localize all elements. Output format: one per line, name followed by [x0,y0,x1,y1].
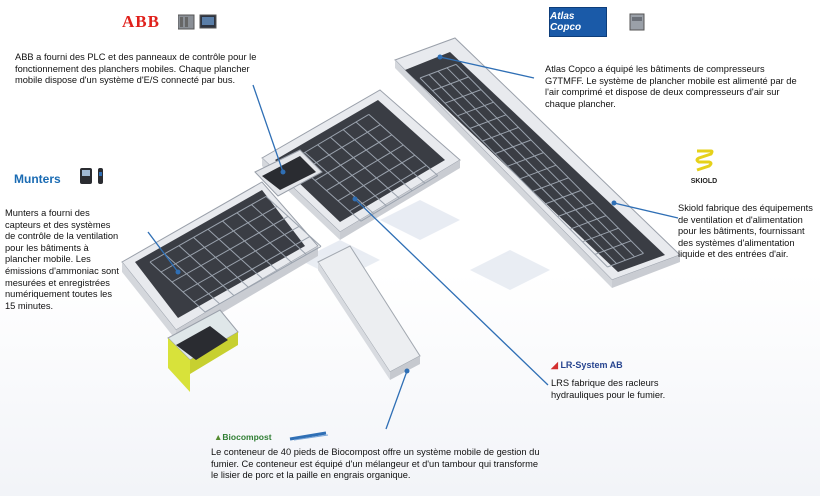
compressor-icon [629,13,645,31]
sensor-icon [80,168,103,184]
skiold-callout: Skiold fabrique des équipements de venti… [678,203,813,260]
skiold-wordmark: SKIOLD [690,178,718,185]
leader-lines [147,56,679,430]
leader-abb [252,84,284,173]
left-pens [149,195,322,313]
biocompost-callout: Le conteneur de 40 pieds de Biocompost o… [211,447,540,481]
munters-logo: Munters [14,172,61,186]
skiold-logo: SKIOLD [684,148,724,185]
pen-divider [207,228,264,280]
biocompost-container [317,245,421,380]
yellow-annex [167,309,239,392]
pen-divider [446,67,635,258]
pen-divider [251,204,307,255]
leader-dots [175,54,617,374]
pen-divider [355,121,426,184]
pen-divider [368,114,439,176]
left-building [121,181,319,340]
pen-divider [304,152,375,214]
abb-logo: ABB [122,12,160,31]
atlas-copco-logo: Atlas Copco [549,7,607,37]
leaf-icon: ▲ [214,432,223,442]
central-pens [291,113,439,222]
biocompost-logo: ▲Biocompost [214,432,272,442]
lrs-triangle-icon: ◢ [551,360,558,370]
munters-callout: Munters a fourni des capteurs et des sys… [5,208,119,311]
leader-skiold [613,202,679,219]
pen-divider [455,64,644,254]
biocompost-wordmark: Biocompost [222,432,272,442]
pen-divider [342,129,413,192]
pen-divider [164,253,220,305]
abb-callout: ABB a fourni des PLC et des panneaux de … [15,52,257,86]
pen-divider [178,245,235,296]
atlas-copco-callout: Atlas Copco a équipé les bâtiments de co… [545,64,797,109]
corridor-floor [262,156,316,190]
pen-divider [317,144,387,207]
pen-divider [149,261,206,313]
scraper-icon [289,431,329,441]
pen-divider [222,220,278,272]
right-wing-pens [419,63,644,268]
central-building [261,89,461,240]
lr-system-wordmark: LR-System AB [560,360,623,370]
pen-divider [419,77,608,268]
pen-divider [193,237,249,288]
plc-panel-icon [178,14,217,30]
leader-atlas [439,56,535,79]
skiold-emblem-icon [695,149,714,172]
leader-lrs [354,198,549,386]
leader-munters [147,231,179,273]
lrs-callout: LRS fabrique des racleurs hydrauliques p… [551,378,666,400]
leader-biocompost [385,370,408,430]
pen-divider [236,212,293,264]
pen-divider [437,70,626,261]
pen-divider [428,74,617,264]
pen-divider [330,136,400,199]
lr-system-logo: ◢ LR-System AB [551,360,623,371]
pen-divider [265,196,322,247]
